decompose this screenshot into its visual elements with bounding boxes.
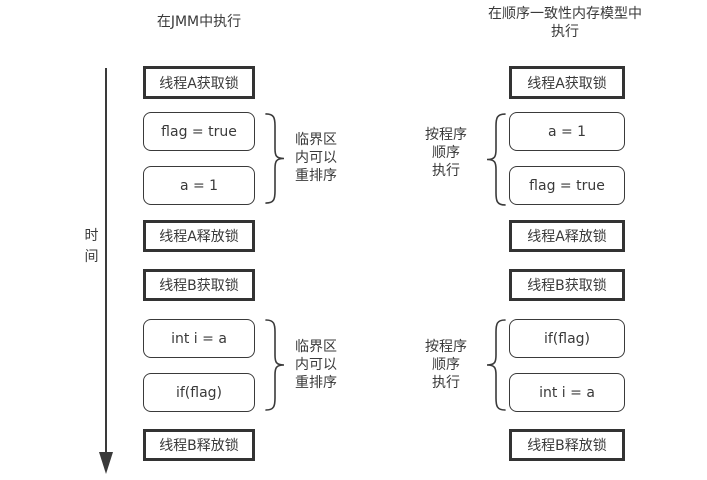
annotation-line: 临界区 [295,132,337,148]
annotation-line: 重排序 [295,375,337,391]
left-column-title: 在JMM中执行 [156,14,242,30]
annotation-program-order-bottom: 按程序 顺序 执行 [420,338,472,392]
box-jmm-thread-a-acquire-lock: 线程A获取锁 [143,66,255,99]
annotation-line: 顺序 [432,145,460,161]
box-sc-thread-b-release-lock: 线程B释放锁 [509,429,625,461]
time-axis-line [105,68,107,454]
right-column-title-line2: 执行 [551,24,579,40]
annotation-line: 内可以 [295,150,337,166]
annotation-line: 顺序 [432,357,460,373]
annotation-line: 临界区 [295,339,337,355]
box-jmm-int-i-equals-a: int i = a [143,319,255,358]
box-sc-if-flag: if(flag) [509,319,625,358]
box-jmm-if-flag: if(flag) [143,373,255,412]
annotation-critical-section-reorder-bottom: 临界区 内可以 重排序 [295,338,345,392]
right-column-title: 在顺序一致性内存模型中 执行 [455,5,675,41]
box-jmm-thread-b-release-lock: 线程B释放锁 [143,429,255,461]
time-axis-label: 时间 [84,228,99,265]
box-sc-a-equals-1: a = 1 [509,112,625,151]
box-sc-thread-a-acquire-lock: 线程A获取锁 [509,66,625,99]
curly-brace-left-icon [486,319,506,411]
box-jmm-thread-a-release-lock: 线程A释放锁 [143,220,255,252]
box-jmm-flag-true: flag = true [143,112,255,151]
box-sc-int-i-equals-a: int i = a [509,373,625,412]
annotation-line: 重排序 [295,168,337,184]
box-sc-thread-b-acquire-lock: 线程B获取锁 [509,269,625,301]
box-sc-thread-a-release-lock: 线程A释放锁 [509,220,625,252]
annotation-line: 执行 [432,375,460,391]
annotation-line: 按程序 [425,339,467,355]
box-jmm-a-equals-1: a = 1 [143,166,255,205]
annotation-line: 按程序 [425,127,467,143]
box-jmm-thread-b-acquire-lock: 线程B获取锁 [143,269,255,301]
annotation-line: 内可以 [295,357,337,373]
right-column-title-line1: 在顺序一致性内存模型中 [488,6,642,22]
annotation-program-order-top: 按程序 顺序 执行 [420,126,472,180]
box-sc-flag-true: flag = true [509,166,625,205]
time-axis-arrowhead-icon [99,452,113,474]
annotation-critical-section-reorder-top: 临界区 内可以 重排序 [295,131,345,185]
curly-brace-right-icon [265,319,285,411]
annotation-line: 执行 [432,163,460,179]
curly-brace-right-icon [265,113,285,204]
curly-brace-left-icon [486,113,506,206]
